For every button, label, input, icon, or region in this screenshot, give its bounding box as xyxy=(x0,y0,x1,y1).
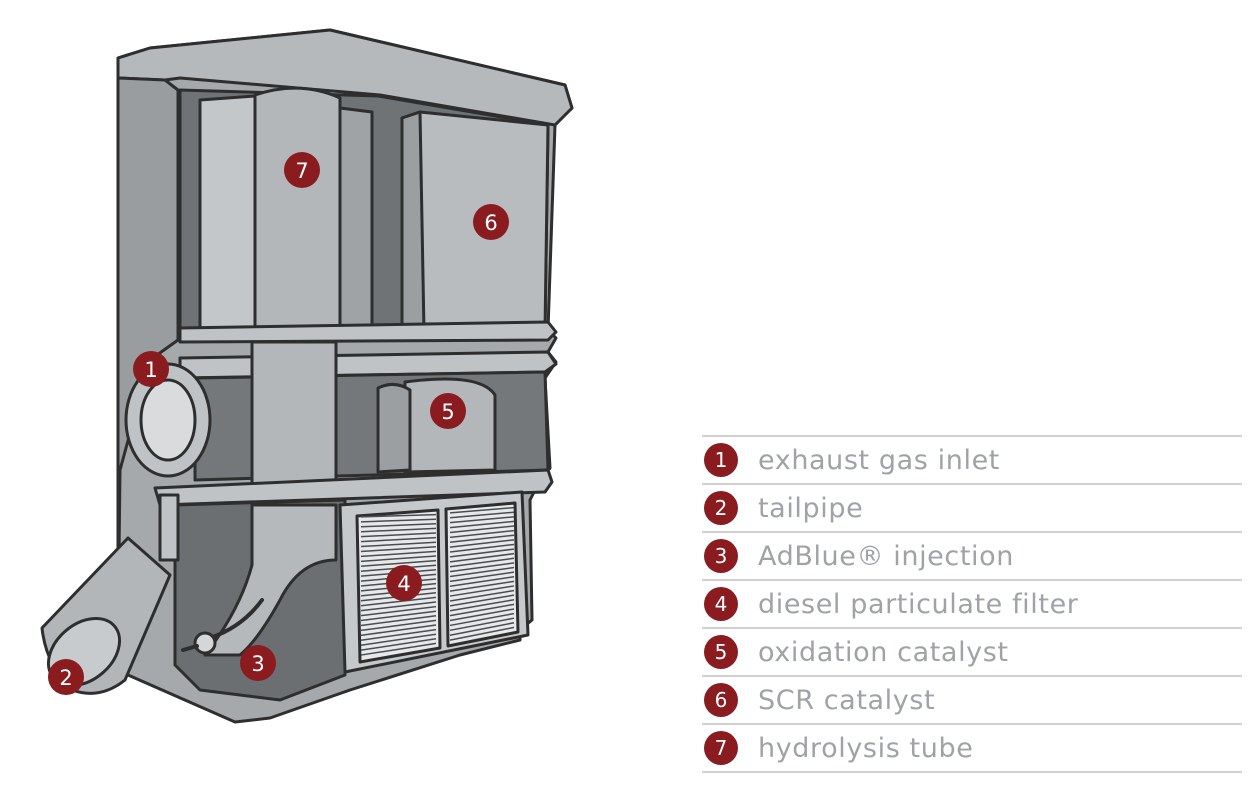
dpf-slat xyxy=(360,546,437,553)
dpf-slat xyxy=(449,557,515,568)
dpf-slat xyxy=(449,566,515,578)
dpf-slat xyxy=(360,638,437,651)
dpf-slat xyxy=(360,624,437,637)
dpf-slat xyxy=(449,529,515,539)
dpf-slat xyxy=(449,575,515,588)
dpf-slat xyxy=(360,601,437,612)
dpf-slat xyxy=(449,599,515,612)
dpf-slat xyxy=(360,605,437,617)
legend-item-tailpipe: 2 tailpipe xyxy=(702,485,1242,533)
dpf-slat xyxy=(449,608,515,622)
svg-text:3: 3 xyxy=(251,652,264,676)
legend-badge: 5 xyxy=(704,635,738,669)
legend-item-diesel-particulate-filter: 4 diesel particulate filter xyxy=(702,581,1242,629)
dpf-slat xyxy=(360,619,437,632)
legend-badge: 4 xyxy=(704,587,738,621)
legend-label: oxidation catalyst xyxy=(758,636,1009,668)
dpf-slat xyxy=(449,548,515,558)
legend-item-scr-catalyst: 6 SCR catalyst xyxy=(702,677,1242,725)
dpf-slat xyxy=(360,541,437,548)
dpf-slat xyxy=(360,633,437,646)
exhaust-aftertreatment-illustration: 1 2 3 4 5 6 7 xyxy=(40,28,574,724)
lower-pipe-elbow xyxy=(203,503,338,657)
dpf-slat xyxy=(360,532,437,538)
dpf-slat xyxy=(449,543,515,553)
dpf-slat xyxy=(449,585,515,597)
dpf-grid-right xyxy=(444,501,520,648)
dpf-slat xyxy=(449,534,515,543)
legend-badge: 2 xyxy=(704,491,738,525)
upper-shelf xyxy=(178,320,558,344)
parts-legend: 1 exhaust gas inlet 2 tailpipe 3 AdBlue®… xyxy=(702,435,1242,773)
dpf-slat xyxy=(449,525,515,534)
dpf-slat xyxy=(449,511,515,519)
marker-7: 7 xyxy=(284,152,320,188)
marker-3: 3 xyxy=(240,645,276,681)
dpf-slat xyxy=(449,603,515,617)
legend-badge: 7 xyxy=(704,731,738,765)
dpf-slat xyxy=(360,550,437,558)
inlet-flange-inner xyxy=(139,378,197,462)
dpf-slat xyxy=(360,610,437,622)
legend-item-oxidation-catalyst: 5 oxidation catalyst xyxy=(702,629,1242,677)
dpf-slat xyxy=(360,518,437,523)
dpf-slat xyxy=(449,552,515,563)
dpf-slat xyxy=(449,626,515,641)
dpf-slat xyxy=(449,516,515,524)
dpf-slat xyxy=(449,612,515,627)
hydrolysis-tube-side xyxy=(198,94,257,332)
legend-item-exhaust-gas-inlet: 1 exhaust gas inlet xyxy=(702,435,1242,485)
hydrolysis-tube-flange xyxy=(338,106,374,334)
marker-5: 5 xyxy=(430,393,466,429)
dpf-slat xyxy=(449,594,515,607)
dpf-slat xyxy=(360,555,437,563)
dpf-slat xyxy=(360,536,437,543)
dpf-slat xyxy=(360,596,437,607)
legend-badge: 3 xyxy=(704,539,738,573)
legend-label: exhaust gas inlet xyxy=(758,444,1000,476)
legend-label: hydrolysis tube xyxy=(758,732,974,764)
oxidation-inlet-ring xyxy=(376,383,412,474)
svg-text:7: 7 xyxy=(295,159,308,183)
dpf-slat xyxy=(449,571,515,583)
dpf-slat xyxy=(360,523,437,528)
scr-catalyst-shade xyxy=(400,110,426,334)
legend-item-adblue-injection: 3 AdBlue® injection xyxy=(702,533,1242,581)
dpf-slat xyxy=(360,642,437,656)
legend-label: AdBlue® injection xyxy=(758,540,1014,572)
marker-6: 6 xyxy=(473,204,509,240)
legend-label: tailpipe xyxy=(758,492,864,524)
legend-label: diesel particulate filter xyxy=(758,588,1079,620)
dpf-slat xyxy=(449,520,515,529)
dpf-slat xyxy=(449,589,515,602)
svg-text:4: 4 xyxy=(397,572,410,596)
svg-text:1: 1 xyxy=(144,358,157,382)
dpf-slat xyxy=(360,527,437,533)
legend-badge: 1 xyxy=(704,443,738,477)
adblue-injector xyxy=(193,631,217,655)
svg-text:6: 6 xyxy=(484,211,497,235)
dpf-slat xyxy=(360,513,437,518)
hydrolysis-tube xyxy=(253,86,342,337)
dpf-slat xyxy=(360,628,437,642)
marker-1: 1 xyxy=(133,351,169,387)
dpf-slat xyxy=(449,580,515,592)
adblue-injector-stub xyxy=(181,644,199,652)
dpf-slat xyxy=(449,617,515,632)
dpf-slat xyxy=(449,539,515,548)
svg-text:5: 5 xyxy=(441,400,454,424)
sensor-bracket xyxy=(158,493,180,562)
marker-2: 2 xyxy=(48,659,84,695)
legend-item-hydrolysis-tube: 7 hydrolysis tube xyxy=(702,725,1242,773)
dpf-slat xyxy=(449,562,515,573)
legend-label: SCR catalyst xyxy=(758,684,936,716)
dpf-slat xyxy=(449,506,515,514)
dpf-slat xyxy=(449,622,515,636)
marker-4: 4 xyxy=(386,565,422,601)
dpf-slat xyxy=(360,615,437,627)
legend-badge: 6 xyxy=(704,683,738,717)
dpf-slat xyxy=(360,559,437,568)
svg-text:2: 2 xyxy=(59,666,72,690)
